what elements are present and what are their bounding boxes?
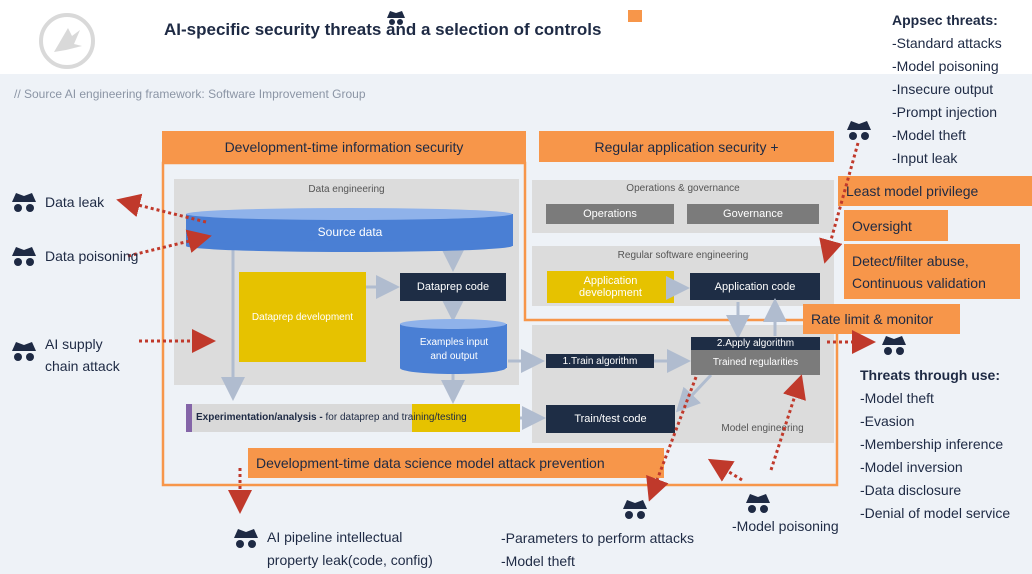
appsec-threats-list: Appsec threats: -Standard attacks -Model… [892,9,1002,170]
examples-label: Examples input and output [399,336,509,364]
trained-regularities-box: Trained regularities [691,350,820,375]
examples-line2: and output [430,351,478,362]
ip-leak-threat: AI pipeline intellectual property leak(c… [267,526,433,572]
page-title: AI-specific security threats and a selec… [164,20,602,39]
oversight-control: Oversight [844,210,948,241]
regular-sw-engineering-label: Regular software engineering [617,250,749,261]
experimentation-accent [186,404,192,432]
experimentation-yellow-segment [412,404,520,432]
spy-icon [234,529,258,548]
app-dev-line2: development [579,287,642,299]
use-threat-item: -Membership inference [860,436,1004,452]
detect-filter-abuse-control: Detect/filter abuse, Continuous validati… [844,244,1020,299]
spy-icon [882,336,906,355]
supply-chain-line2: chain attack [45,358,120,374]
detect-line2: Continuous validation [852,274,986,291]
use-threat-item: -Model theft [860,390,934,406]
train-algorithm-box: 1.Train algorithm [546,354,654,368]
rate-limit-monitor-control: Rate limit & monitor [803,304,960,334]
supply-chain-threat: AI supply chain attack [45,333,120,377]
examples-cylinder [400,319,507,374]
ip-leak-line1: AI pipeline intellectual [267,529,403,545]
data-engineering-label: Data engineering [308,184,385,195]
dev-time-infosec-header: Development-time information security [162,131,526,162]
use-threat-item: -Data disclosure [860,482,962,498]
spy-icon [847,121,871,140]
spy-icon [387,11,405,25]
data-poisoning-threat: Data poisoning [45,248,139,264]
source-data-cylinder [186,208,513,252]
appsec-item: -Input leak [892,150,958,166]
least-model-privilege-control: Least model privilege [838,176,1032,206]
model-poisoning-threat: -Model poisoning [732,518,839,534]
appsec-item: -Model theft [892,127,966,143]
header-band [0,0,1032,74]
owasp-logo [39,13,95,69]
model-attack-prevention-control: Development-time data science model atta… [248,448,664,478]
ip-leak-line2: property leak(code, config) [267,552,433,568]
model-engineering-label: Model engineering [721,423,804,434]
use-threat-item: -Evasion [860,413,915,429]
use-threat-item: -Model inversion [860,459,963,475]
regular-appsec-header: Regular application security + [539,131,834,162]
train-test-code-box: Train/test code [546,405,675,433]
application-development-box: Application development [547,271,674,303]
apply-algorithm-box: 2.Apply algorithm [691,337,820,350]
experimentation-bold: Experimentation/analysis - [196,412,323,423]
accent-square [628,10,642,22]
source-data-label: Source data [317,225,383,239]
dataprep-code-box: Dataprep code [400,273,506,301]
application-code-box: Application code [690,273,820,300]
parameters-threat: -Parameters to perform attacks -Model th… [501,527,694,573]
appsec-item: -Model poisoning [892,58,999,74]
examples-line1: Examples input [419,337,489,348]
supply-chain-line1: AI supply [45,336,103,352]
experimentation-label: Experimentation/analysis - for dataprep … [196,412,467,423]
detect-line1: Detect/filter abuse, [852,252,969,269]
appsec-item: -Standard attacks [892,35,1002,51]
appsec-item: -Insecure output [892,81,994,97]
spy-icon [746,494,770,513]
use-threats-list: Threats through use: -Model theft -Evasi… [860,364,1010,525]
dataprep-development-box: Dataprep development [239,272,366,362]
parameters-line2: -Model theft [501,553,575,569]
governance-box: Governance [687,204,819,224]
appsec-header: Appsec threats: [892,12,998,28]
parameters-line1: -Parameters to perform attacks [501,530,694,546]
spy-icon [12,193,36,212]
use-threats-header: Threats through use: [860,367,1001,383]
use-threat-item: -Denial of model service [860,505,1011,521]
ops-governance-label: Operations & governance [626,183,740,194]
spy-icon [12,247,36,266]
appsec-item: -Prompt injection [892,104,998,120]
subtitle: // Source AI engineering framework: Soft… [14,87,366,101]
spy-icon [12,342,36,361]
operations-box: Operations [546,204,674,224]
spy-icon [623,500,647,519]
data-leak-threat: Data leak [45,194,105,210]
app-dev-line1: Application [583,275,638,287]
experimentation-rest: for dataprep and training/testing [322,412,467,423]
